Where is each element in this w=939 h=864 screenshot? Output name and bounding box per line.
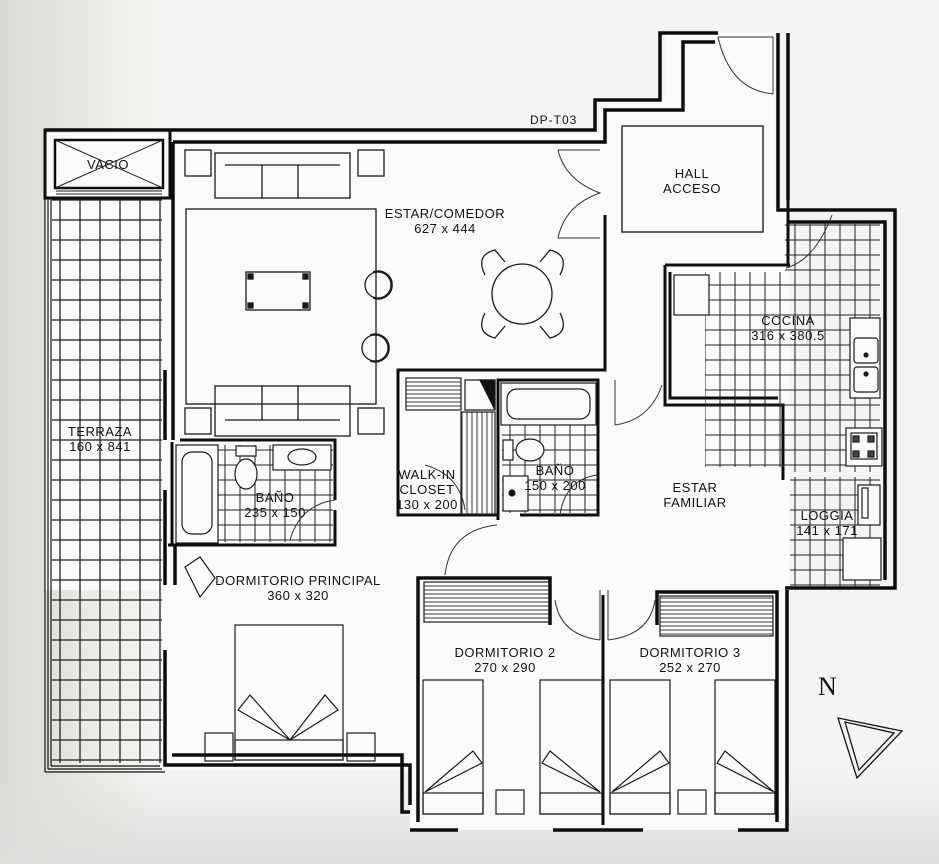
north-arrow-icon — [837, 717, 904, 780]
living-furniture — [184, 149, 564, 437]
room-label-hall-acceso: HALL ACCESO — [663, 166, 721, 196]
room-label-dormitorio-3: DORMITORIO 3 252 x 270 — [639, 645, 741, 675]
room-label-vacio: VACIO — [87, 157, 129, 172]
room-label-bano-2: BAÑO 150 x 200 — [524, 463, 586, 493]
room-label-dormitorio-2: DORMITORIO 2 270 x 290 — [454, 645, 556, 675]
terraza-floor — [52, 198, 162, 763]
room-label-walk-in-closet: WALK-IN CLOSET 130 x 200 — [396, 467, 458, 512]
beds-2-3 — [422, 679, 776, 815]
hall-acceso-outline — [621, 125, 764, 233]
room-label-cocina: COCINA 316 x 380.5 — [751, 313, 825, 343]
plan-code: DP-T03 — [530, 113, 578, 127]
room-label-dormitorio-principal: DORMITORIO PRINCIPAL 360 x 320 — [215, 573, 381, 603]
walk-in-closet-furniture — [405, 377, 496, 516]
room-label-terraza: TERRAZA 160 x 841 — [67, 424, 133, 454]
master-bed — [184, 556, 376, 762]
room-label-loggia: LOGGIA 141 x 171 — [796, 508, 858, 538]
room-label-estar-comedor: ESTAR/COMEDOR 627 x 444 — [384, 206, 506, 236]
room-label-bano-principal: BAÑO 235 x 150 — [244, 490, 306, 520]
room-label-estar-familiar: ESTAR FAMILIAR — [663, 480, 727, 510]
north-label: N — [818, 672, 837, 701]
